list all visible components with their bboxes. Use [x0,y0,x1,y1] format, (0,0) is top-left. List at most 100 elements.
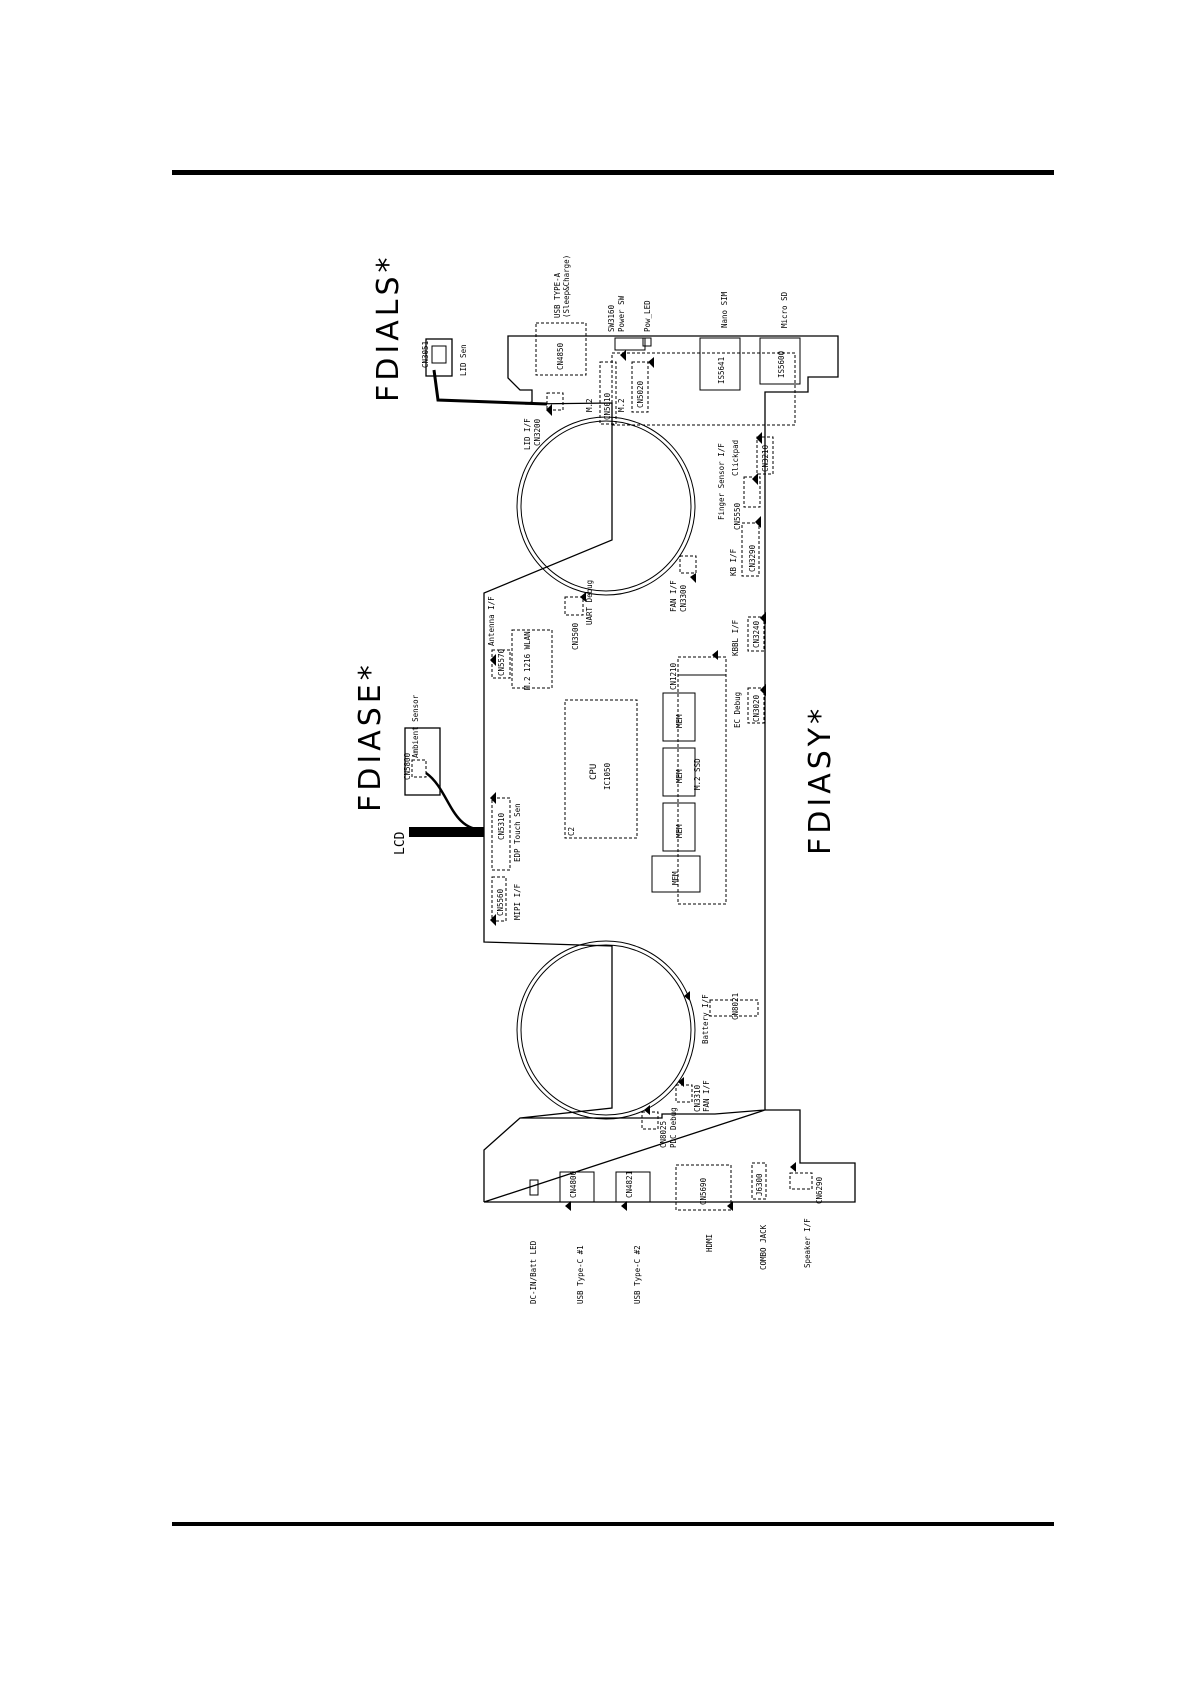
clickpad: Clickpad [731,440,740,476]
power-sw-conn: SW3160 [607,304,616,332]
battery-box [709,999,759,1017]
fan2-box [675,1084,693,1103]
power-sw: Power SW [617,295,626,332]
pow-led-box [642,337,652,347]
usb-typea: USB TYPE-A [553,272,562,318]
kbbl-conn: CN3240 [752,620,761,648]
uart-box [564,596,584,616]
dc-in-led: DC-IN/Batt LED [529,1240,538,1304]
usb-c1: USB Type-C #1 [576,1245,585,1304]
usb-typea-conn: CN4850 [556,342,565,370]
micro-sd-conn: IS5600 [777,350,786,378]
mem-1-label: MEM [675,714,684,728]
antenna-if: Antenna I/F [487,596,496,646]
ambient-sensor-chip [411,759,427,778]
top-rule [172,170,1054,175]
m2-ssd-conn: CN1210 [669,662,678,690]
speaker-conn: CN6290 [815,1176,824,1204]
hdmi-conn: CN5690 [699,1177,708,1205]
ec-debug: EC Debug [733,692,742,728]
mem-4-label: MEM [671,871,680,885]
dc-in-led-box [529,1179,539,1196]
clickpad-conn: CN3210 [761,444,770,472]
usb-c2: USB Type-C #2 [633,1245,642,1304]
ambient-cable [425,771,485,832]
assembly-label-lid: FDIALS* [371,254,406,402]
hdmi: HDMI [705,1234,714,1252]
wlan-box [511,629,553,689]
nano-sim: Nano SIM [720,291,729,328]
usb-c2-box [615,1171,651,1203]
ssd-conn-1: CN5010 [603,392,612,420]
finger-box [743,476,761,508]
m2-ssd: M.2 SSD [693,758,702,790]
edp-conn: CN5310 [497,812,506,840]
m2-ssd-box [677,656,727,905]
battery-if: Battery I/F [701,994,710,1044]
clickpad-box [756,436,774,475]
pdc-debug: PDC Debug [669,1107,678,1148]
micro-sd: Micro SD [780,291,789,328]
component-labels: CN3051 LID Sen LID I/F CN3200 USB TYPE-A… [403,255,824,1304]
ssd-conn-2: CN5020 [636,380,645,408]
fan1-box [679,555,697,574]
pdc-conn: CN8025 [659,1121,668,1148]
pin1-markers [490,350,796,1211]
mem-chip-2 [662,747,696,797]
lid-sensor-chip [431,345,447,364]
c2-label: C2 [567,827,576,836]
lid-sensor-board-outline [425,338,453,377]
combo-jack: COMBO JACK [759,1224,768,1270]
nano-sim-conn: IS5641 [717,357,726,384]
mem-3-label: MEM [675,824,684,838]
ec-debug-box [747,687,765,724]
ambient-sensor: Ambient Sensor [411,694,420,758]
ec-debug-conn: CN3020 [752,694,761,722]
ambient-conn: CN5800 [403,752,412,780]
speaker-box [789,1172,813,1190]
mem-chip-3 [662,802,696,852]
mem-2-label: MEM [675,769,684,783]
dashed-region-top [611,352,796,426]
cpu-label: CPU [589,764,599,780]
kb-conn: CN3290 [748,544,757,572]
usb-c1-box [559,1171,595,1203]
edp-touch: EDP Touch Sen [513,803,522,862]
kbbl-box [747,616,765,652]
battery-conn: CN8021 [731,993,740,1020]
finger-sensor: Finger Sensor I/F [717,443,726,520]
usb-typea-sleep: (Sleep&Charge) [562,255,571,318]
hdmi-box [675,1164,732,1211]
ssd2-box [631,361,649,413]
kbbl-if: KBBL I/F [731,619,740,656]
m2-2: M.2 [617,398,626,412]
lcd-label: LCD [393,831,408,855]
kb-if: KB I/F [729,548,738,576]
mipi-if: MIPI I/F [513,883,522,920]
fan-conn-1: CN3300 [679,584,688,612]
power-sw-box [614,337,646,351]
fan-if-1: FAN I/F [669,580,678,612]
assembly-label-system: FDIASY* [803,705,838,855]
antenna-box [491,649,511,679]
lid-sen-conn: CN3051 [421,341,430,368]
mem-chip-4 [651,855,701,893]
lid-sen: LID Sen [459,344,468,376]
lid-if-box [546,392,564,411]
lid-cable [432,369,548,406]
pow-led: Pow_LED [643,300,652,332]
antenna-conn: CN5570 [497,648,506,676]
fan-lower [516,940,696,1120]
speaker-if: Speaker I/F [803,1218,812,1268]
fan-conn-2: CN3310 [693,1084,702,1112]
m2-wlan: M.2 1216 WLAN [523,631,532,690]
ambient-sensor-board-outline [404,727,441,796]
usb-c1-conn: CN4800 [569,1170,578,1198]
nano-sim-box [699,337,741,391]
cpu-box [564,699,638,839]
uart-conn: CN3500 [571,622,580,650]
usb-c2-conn: CN4821 [625,1171,634,1198]
mipi-conn: CN5560 [496,888,505,916]
combo-box [751,1162,767,1200]
lcd-cable [409,827,484,837]
